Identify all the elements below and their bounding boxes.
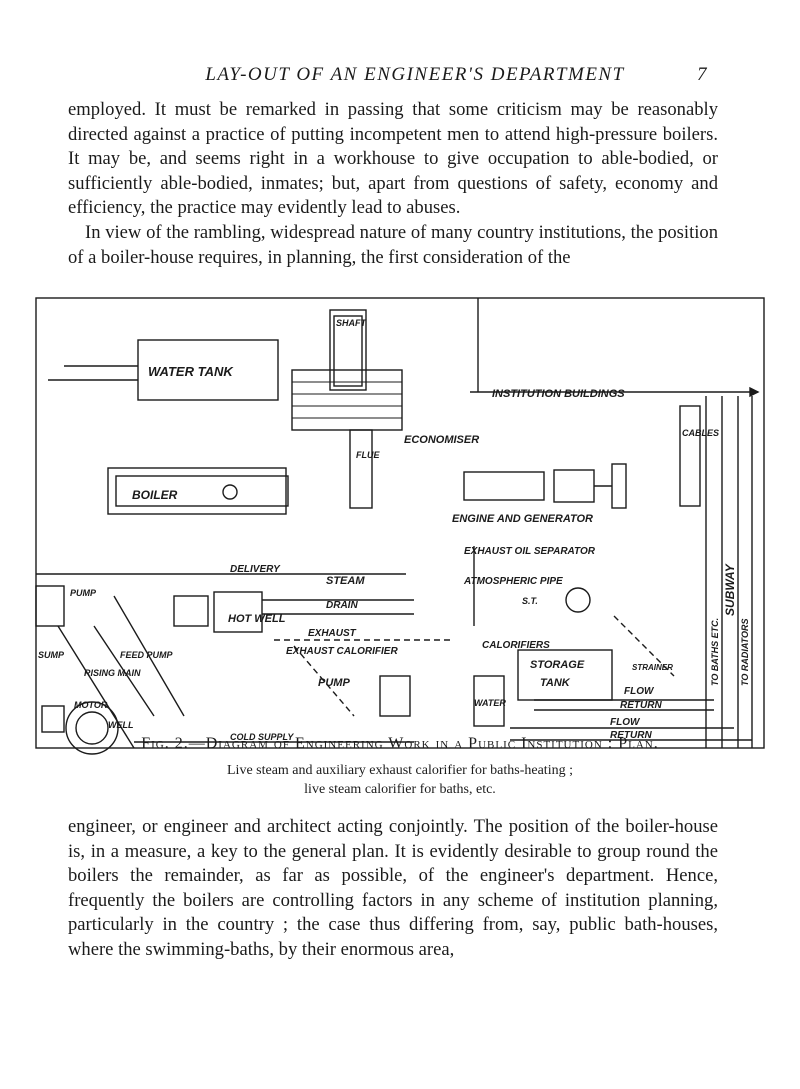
- label-exhaust-calorifier: EXHAUST CALORIFIER: [286, 646, 398, 657]
- label-delivery: DELIVERY: [230, 564, 281, 575]
- label-cables: CABLES: [682, 428, 719, 438]
- label-water: WATER: [474, 698, 506, 708]
- storage-tank: [517, 649, 613, 701]
- label-well: WELL: [108, 720, 134, 730]
- figure-caption-title: Fig. 2.—Diagram of Engineering Work in a…: [141, 735, 659, 752]
- motor: [41, 705, 65, 733]
- label-return-1: RETURN: [620, 700, 662, 711]
- label-institution-buildings: INSTITUTION BUILDINGS: [492, 388, 625, 400]
- label-flow-1: FLOW: [624, 686, 655, 697]
- label-exhaust: EXHAUST: [308, 628, 357, 639]
- sump-left: [35, 585, 65, 627]
- cables-duct: [679, 405, 701, 507]
- shaft: [333, 315, 363, 387]
- label-subway: SUBWAY: [723, 563, 737, 616]
- label-steam: STEAM: [326, 575, 365, 587]
- feed-pump: [173, 595, 209, 627]
- label-flow-2: FLOW: [610, 717, 641, 728]
- pump-2: [473, 675, 505, 727]
- label-shaft: SHAFT: [336, 318, 367, 328]
- pump: [379, 675, 411, 717]
- figure-caption-line-2: live steam calorifier for baths, etc.: [304, 782, 496, 797]
- label-economiser: ECONOMISER: [404, 434, 479, 446]
- water-tank: [137, 339, 279, 401]
- label-to-baths: TO BATHS ETC.: [710, 618, 720, 686]
- generator: [553, 469, 595, 503]
- label-sump: SUMP: [38, 650, 65, 660]
- label-engine-generator: ENGINE AND GENERATOR: [452, 513, 593, 525]
- label-flue: FLUE: [356, 450, 380, 460]
- paragraph-1: employed. It must be remarked in passing…: [68, 99, 718, 218]
- label-atmospheric-pipe: ATMOSPHERIC PIPE: [463, 576, 563, 587]
- label-boiler: BOILER: [132, 488, 178, 502]
- label-pump: PUMP: [318, 677, 350, 689]
- label-pump-left: PUMP: [70, 588, 97, 598]
- label-drain: DRAIN: [326, 600, 358, 611]
- label-feed-pump: FEED PUMP: [120, 650, 174, 660]
- engine: [463, 471, 545, 501]
- calorifier: [565, 587, 591, 613]
- paragraph-3: engineer, or engineer and architect acti…: [68, 816, 718, 960]
- label-cold-supply: COLD SUPPLY: [230, 732, 294, 742]
- engineering-plan-diagram: WATER TANK SHAFT INSTITUTION BUILDINGS E…: [35, 297, 765, 755]
- diagram-frame: [35, 297, 765, 749]
- label-rising-main: RISING MAIN: [84, 668, 141, 678]
- label-calorifiers: CALORIFIERS: [482, 640, 550, 651]
- label-to-radiators: TO RADIATORS: [740, 618, 750, 686]
- label-st: S.T.: [522, 596, 538, 606]
- hot-well: [213, 591, 263, 633]
- figure-caption-line-1: Live steam and auxiliary exhaust calorif…: [227, 763, 573, 778]
- label-water-tank: WATER TANK: [148, 364, 234, 379]
- running-head: LAY-OUT OF AN ENGINEER'S DEPARTMENT 7: [0, 64, 800, 86]
- page-number: 7: [697, 64, 708, 85]
- paragraph-2: In view of the rambling, widespread natu…: [68, 222, 718, 268]
- flue: [349, 429, 373, 509]
- label-storage: STORAGE: [530, 659, 585, 671]
- label-strainer: STRAINER: [632, 663, 673, 672]
- economiser: [291, 369, 403, 431]
- well: [65, 701, 119, 755]
- running-head-title: LAY-OUT OF AN ENGINEER'S DEPARTMENT: [205, 64, 625, 85]
- boiler: [107, 467, 287, 515]
- label-exhaust-oil-separator: EXHAUST OIL SEPARATOR: [464, 546, 596, 557]
- label-return-2: RETURN: [610, 730, 652, 741]
- label-motor: MOTOR: [74, 700, 108, 710]
- label-tank: TANK: [540, 677, 571, 689]
- label-hot-well: HOT WELL: [228, 613, 286, 625]
